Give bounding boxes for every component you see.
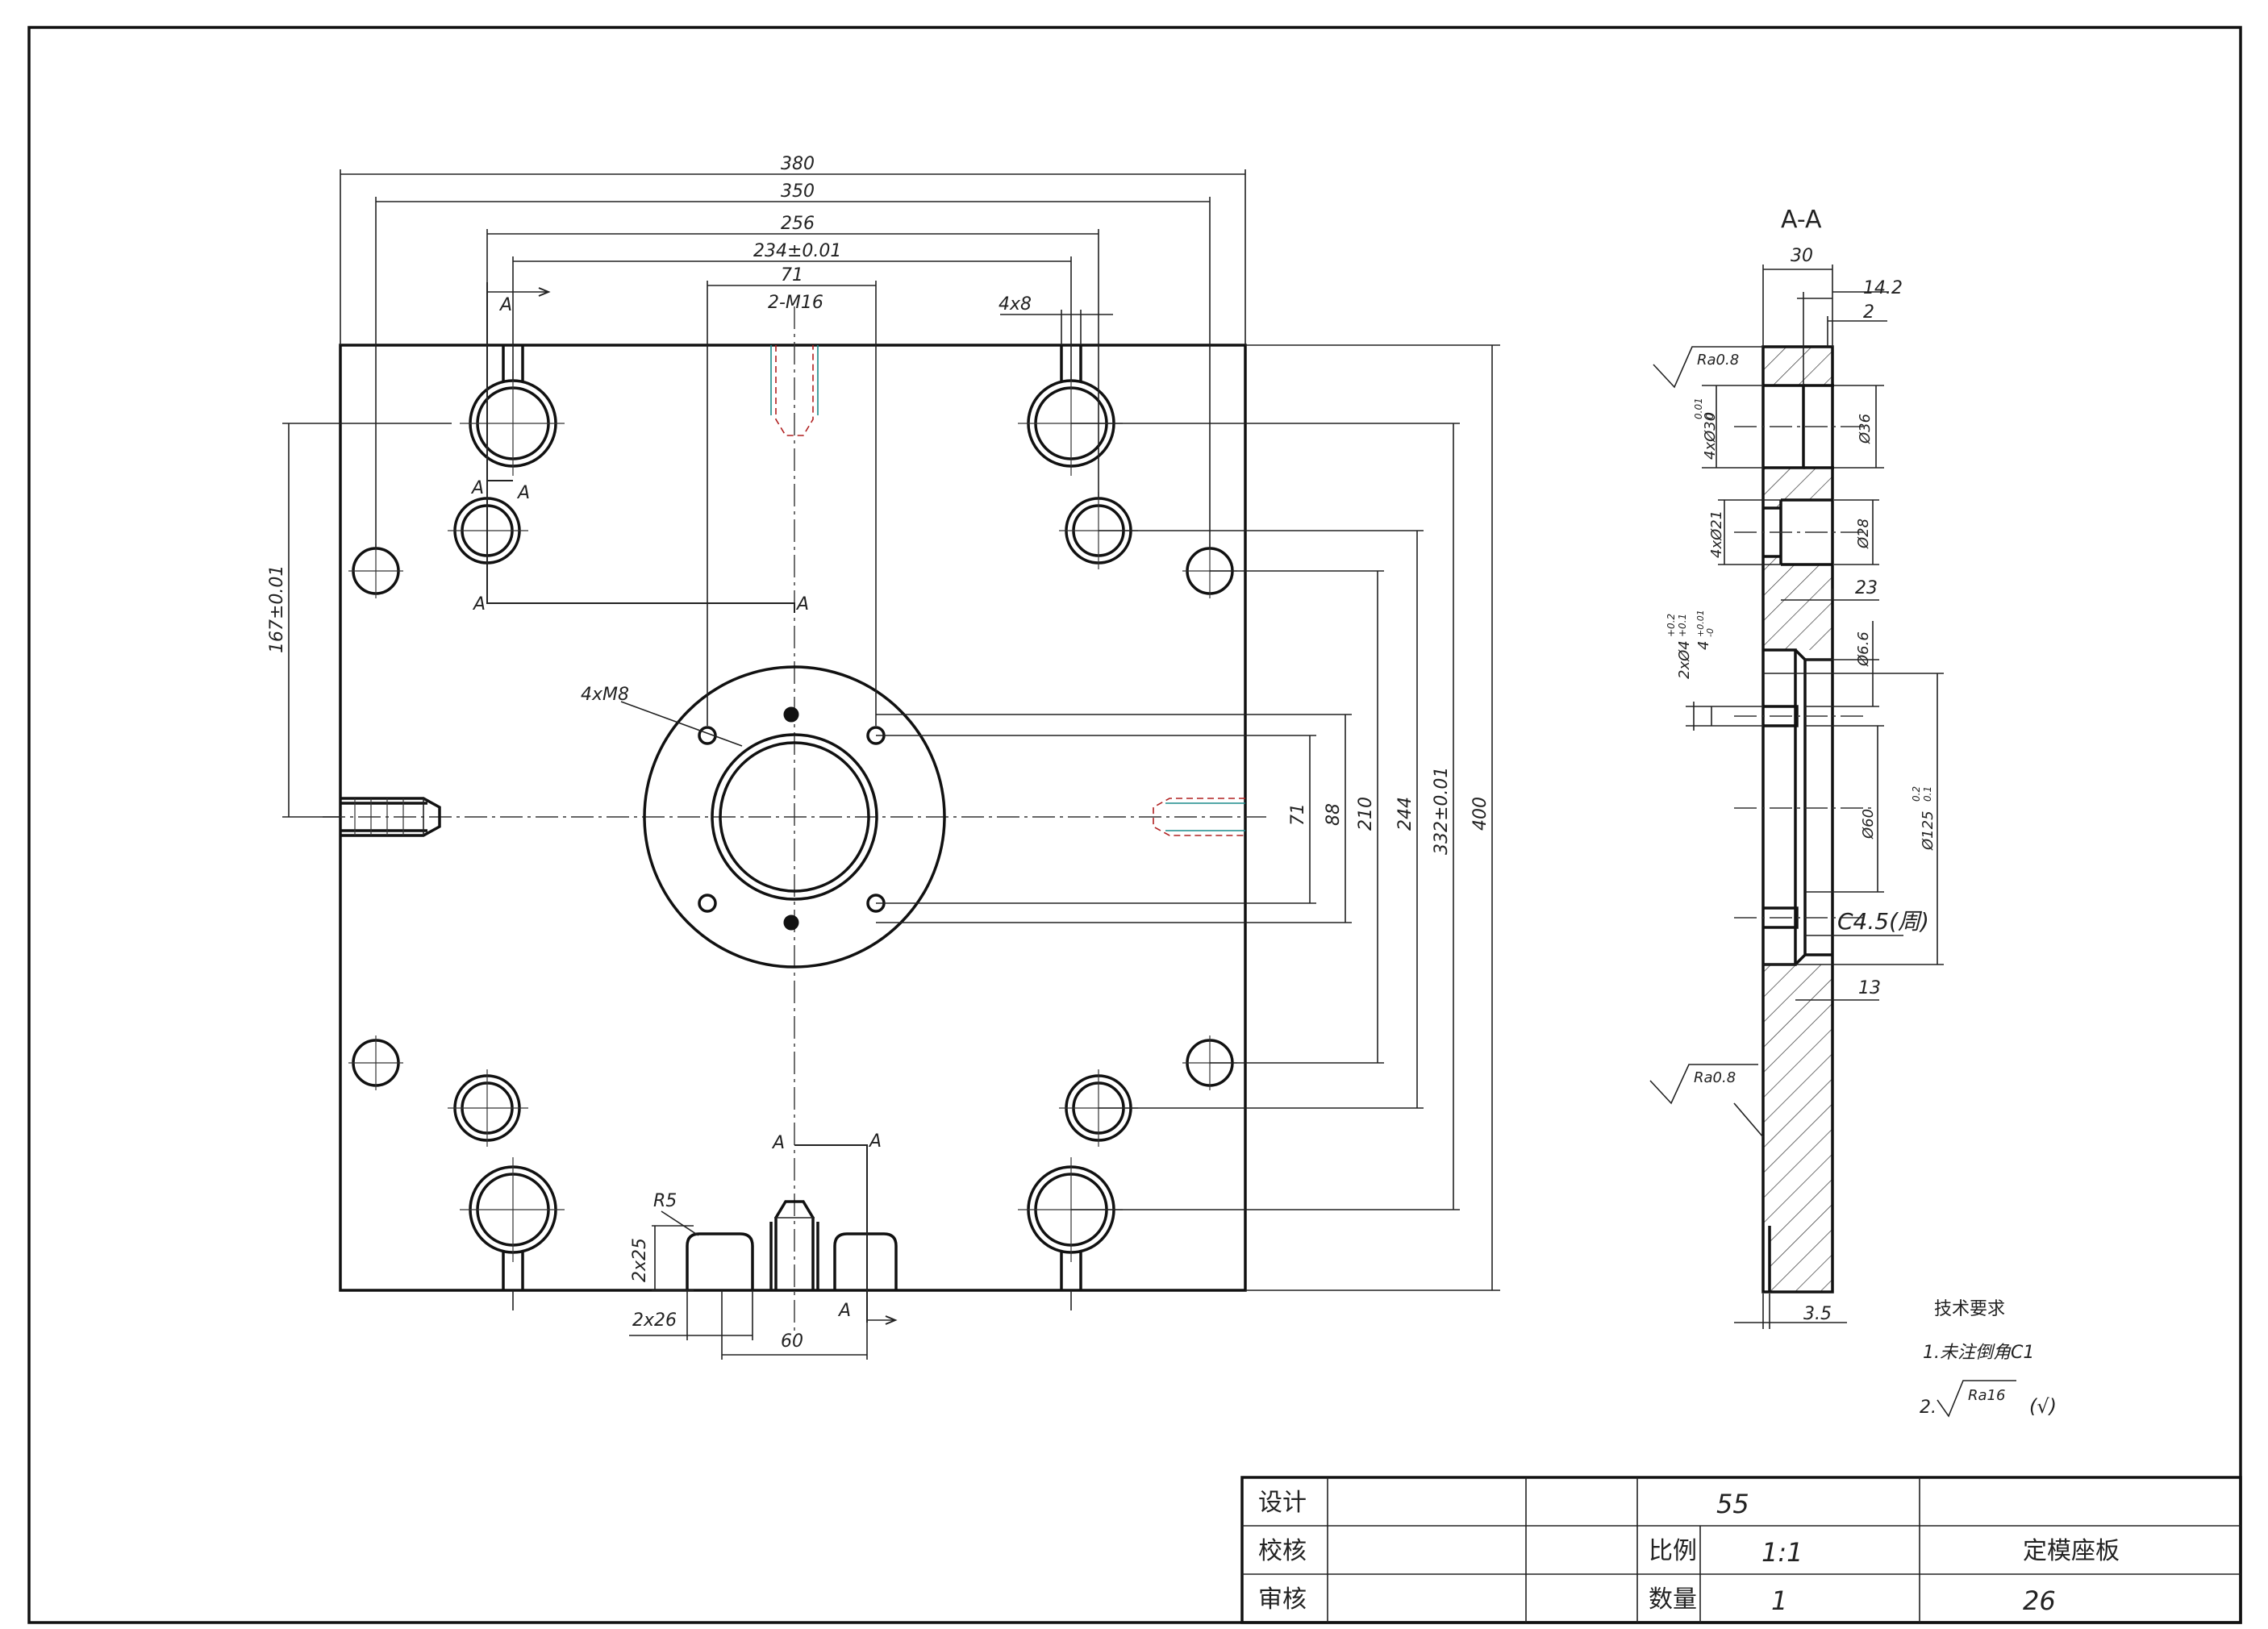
svg-text:0.1: 0.1 — [1922, 786, 1933, 802]
svg-text:2x26: 2x26 — [632, 1310, 677, 1331]
svg-text:71: 71 — [781, 265, 803, 285]
label-design: 设计 — [1258, 1489, 1307, 1517]
sheet-number: 26 — [2023, 1585, 2056, 1616]
svg-text:A: A — [795, 594, 809, 615]
svg-text:A: A — [771, 1133, 785, 1153]
label-review: 审核 — [1258, 1585, 1307, 1614]
svg-text:60: 60 — [781, 1331, 803, 1352]
part-name: 定模座板 — [2023, 1537, 2120, 1565]
svg-text:4xM8: 4xM8 — [581, 685, 629, 705]
flange-ring — [643, 665, 946, 969]
svg-text:244: 244 — [1395, 797, 1415, 831]
svg-text:Ra16: Ra16 — [1968, 1387, 2005, 1404]
section-label: A-A — [1781, 206, 1822, 234]
side-threaded-hole-left — [340, 797, 441, 837]
svg-text:256: 256 — [781, 214, 815, 234]
plate-outline — [339, 344, 1247, 1292]
quantity-value: 1 — [1771, 1585, 1787, 1616]
top-dimensions — [340, 169, 1246, 726]
label-check: 校核 — [1258, 1537, 1307, 1565]
sheet-border — [27, 26, 2242, 1624]
svg-text:(√): (√) — [2029, 1395, 2057, 1418]
plan-view: A A A A A A A A 380 350 256 234±0.01 71 … — [267, 154, 1500, 1360]
svg-text:Ra0.8: Ra0.8 — [1697, 352, 1739, 369]
svg-text:A: A — [472, 594, 486, 615]
bottom-pockets — [686, 1232, 898, 1290]
svg-text:A: A — [516, 483, 530, 503]
svg-text:-0: -0 — [1705, 628, 1716, 637]
svg-text:2x25: 2x25 — [630, 1238, 650, 1282]
svg-text:332±0.01: 332±0.01 — [1432, 767, 1452, 855]
svg-text:0: 0 — [1704, 413, 1716, 419]
svg-text:Ø60: Ø60 — [1860, 809, 1877, 839]
svg-text:13: 13 — [1858, 978, 1881, 998]
title-block: 设计 校核 审核 55 比例 1:1 定模座板 数量 1 26 — [1240, 1476, 2242, 1624]
section-view: A-A — [1649, 206, 1944, 1329]
svg-text:Ø28: Ø28 — [1855, 519, 1872, 549]
right-dimensions — [876, 344, 1500, 1291]
svg-text:88: 88 — [1324, 803, 1344, 826]
notes-heading: 技术要求 — [1934, 1299, 2005, 1319]
section-outline — [1761, 345, 1834, 1294]
svg-text:+0.01: +0.01 — [1695, 610, 1706, 637]
scale-value: 1:1 — [1761, 1537, 1803, 1568]
svg-text:234±0.01: 234±0.01 — [753, 241, 841, 261]
guide-holes — [453, 497, 1132, 1142]
svg-text:Ra0.8: Ra0.8 — [1694, 1069, 1736, 1086]
svg-text:23: 23 — [1855, 578, 1878, 598]
svg-text:167±0.01: 167±0.01 — [267, 565, 287, 653]
section-cut-line — [486, 282, 898, 1325]
svg-text:3.5: 3.5 — [1803, 1304, 1832, 1324]
technical-notes: 技术要求 1.未注倒角C1 2. Ra16 (√) — [1920, 1299, 2057, 1418]
svg-text:71: 71 — [1288, 803, 1308, 826]
svg-text:4xØ30: 4xØ30 — [1702, 412, 1719, 460]
svg-text:4: 4 — [1695, 641, 1712, 650]
svg-text:Ø125: Ø125 — [1920, 810, 1937, 851]
svg-text:0.2: 0.2 — [1911, 786, 1922, 802]
side-threaded-hole-right — [1153, 798, 1245, 836]
svg-text:+0.1: +0.1 — [1677, 614, 1688, 637]
svg-text:0.01: 0.01 — [1693, 398, 1704, 419]
svg-text:4xØ21: 4xØ21 — [1708, 510, 1725, 558]
svg-text:14.2: 14.2 — [1863, 278, 1903, 298]
label-scale: 比例 — [1649, 1537, 1697, 1565]
svg-text:380: 380 — [781, 154, 815, 174]
svg-text:350: 350 — [781, 181, 815, 202]
svg-text:A: A — [837, 1301, 851, 1321]
svg-text:Ø6.6: Ø6.6 — [1855, 631, 1872, 667]
svg-text:R5: R5 — [653, 1191, 677, 1211]
svg-text:Ø36: Ø36 — [1857, 414, 1874, 444]
svg-text:2.: 2. — [1920, 1398, 1937, 1418]
svg-text:400: 400 — [1470, 797, 1490, 831]
svg-text:2-M16: 2-M16 — [768, 293, 823, 313]
svg-text:210: 210 — [1356, 797, 1376, 831]
svg-text:30: 30 — [1791, 246, 1813, 266]
label-quantity: 数量 — [1649, 1585, 1697, 1614]
m16-threaded-hole-top — [770, 345, 819, 436]
m16-threaded-hole-bottom — [769, 1200, 819, 1290]
drawing-number: 55 — [1716, 1489, 1749, 1519]
svg-text:C4.5(周): C4.5(周) — [1837, 908, 1929, 935]
m8-holes — [698, 706, 886, 931]
svg-text:+0.2: +0.2 — [1666, 614, 1677, 637]
svg-text:2: 2 — [1863, 302, 1874, 323]
section-mark: A — [498, 295, 512, 315]
notes-line1: 1.未注倒角C1 — [1923, 1343, 2034, 1363]
svg-text:A: A — [868, 1131, 882, 1152]
svg-text:A: A — [470, 478, 484, 498]
svg-text:2xØ4: 2xØ4 — [1676, 640, 1693, 679]
edge-slots — [502, 345, 1082, 1290]
svg-text:4x8: 4x8 — [999, 294, 1032, 315]
